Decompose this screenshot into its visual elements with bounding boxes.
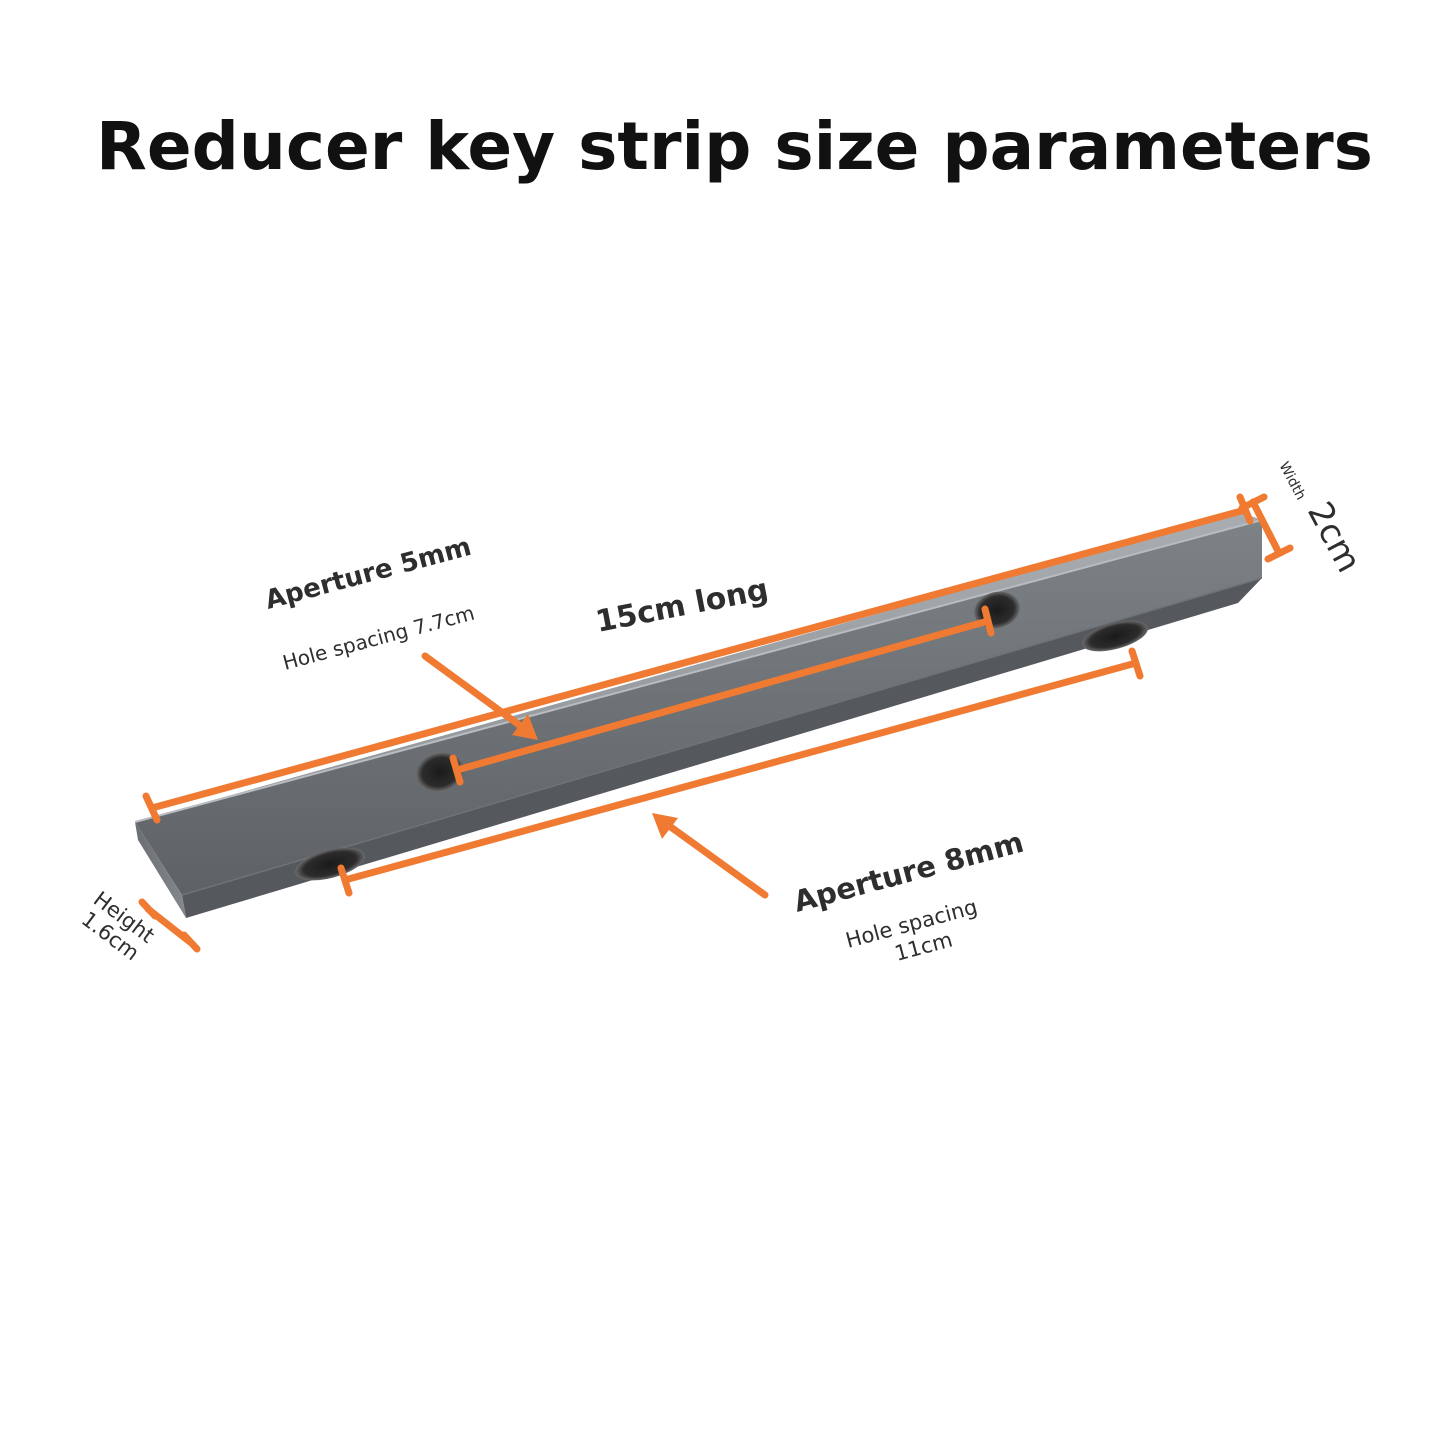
width-label: Width: [1275, 459, 1308, 502]
side-hole-spacing-line: [337, 647, 1144, 897]
strip-edge-highlight: [134, 519, 1263, 823]
side-hole-right: [1081, 620, 1149, 652]
length-label: 15cm long: [593, 572, 771, 640]
top-hole-spacing-line: [449, 605, 995, 786]
width-value: 2cm: [1299, 495, 1369, 579]
side-hole-left: [295, 847, 365, 881]
strip-lower-face: [182, 578, 1262, 918]
height-dimension-line: [138, 898, 201, 953]
page-title: Reducer key strip size parameters: [96, 108, 1373, 185]
key-strip: [134, 512, 1263, 918]
side-aperture-arrow: [652, 813, 769, 899]
top-aperture-label: Aperture 5mm: [262, 532, 474, 616]
dimension-lines: [138, 493, 1294, 953]
strip-end-face: [135, 822, 186, 918]
width-dimension-line: [1238, 493, 1294, 563]
top-aperture-arrow: [421, 652, 538, 740]
strip-edge-shadow: [181, 577, 1263, 896]
top-hole-spacing-label: Hole spacing 7.7cm: [280, 601, 477, 675]
side-aperture-label: Aperture 8mm: [790, 825, 1027, 919]
